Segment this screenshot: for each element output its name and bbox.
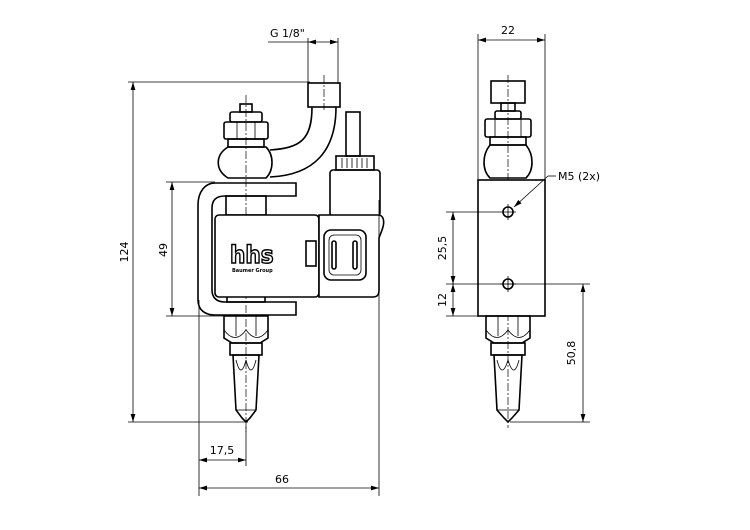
dim-17-5: 17,5 xyxy=(210,444,235,457)
dim-22: 22 xyxy=(501,24,515,37)
label-m5: M5 (2x) xyxy=(558,170,600,183)
banjo xyxy=(217,146,273,179)
logo-subtitle: Baumer Group xyxy=(232,268,273,274)
led-window xyxy=(305,240,317,267)
dim-g18: G 1/8" xyxy=(270,27,305,40)
front-view: hhs Baumer Group xyxy=(197,75,385,432)
dim-12: 12 xyxy=(436,293,449,307)
dim-124: 124 xyxy=(118,242,131,263)
hhs-logo: hhs xyxy=(230,241,274,269)
connector xyxy=(323,229,367,281)
dim-66: 66 xyxy=(275,473,289,486)
nozzle xyxy=(223,315,269,424)
pipe-bend xyxy=(269,106,337,178)
front-dimensions: 124 49 G 1/8" 17,5 66 xyxy=(118,27,380,496)
dim-49: 49 xyxy=(157,243,170,257)
inlet-fitting xyxy=(269,75,341,178)
pin xyxy=(345,111,361,157)
dim-50-8: 50,8 xyxy=(565,341,578,366)
side-dimensions: 22 M5 (2x) 25,5 12 50,8 xyxy=(436,24,600,423)
side-body xyxy=(477,179,546,317)
dim-25-5: 25,5 xyxy=(436,236,449,261)
mounting-hole xyxy=(500,204,516,220)
mounting-bracket xyxy=(197,182,297,316)
side-view xyxy=(477,75,546,428)
